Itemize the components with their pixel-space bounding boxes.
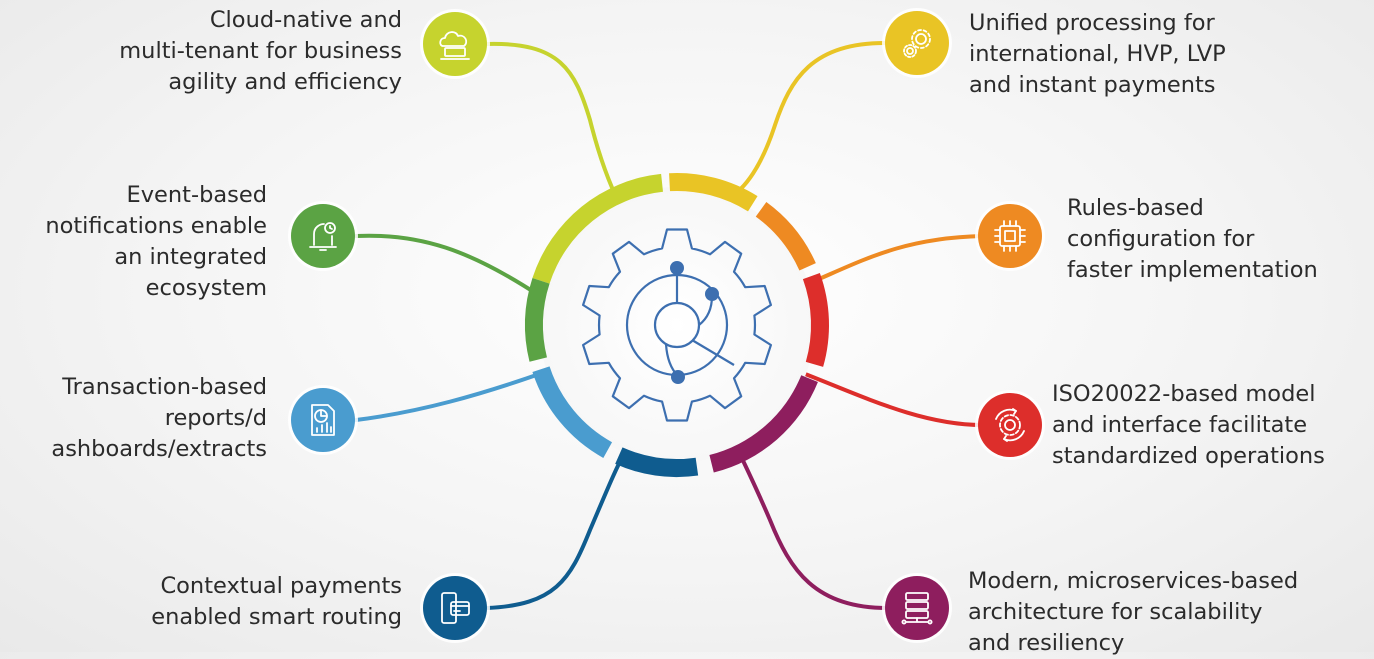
- feature-label-line: multi-tenant for business: [119, 38, 402, 64]
- feature-label-iso: ISO20022-based model and interface facili…: [1052, 379, 1325, 472]
- feature-label-line: Unified processing for: [969, 10, 1215, 36]
- gears-icon: [903, 29, 931, 58]
- ring-segment-rules: [755, 202, 816, 271]
- feature-label-rules: Rules-based configuration for faster imple…: [1067, 193, 1318, 286]
- feature-label-line: and instant payments: [969, 72, 1216, 98]
- connector-rules: [803, 234, 984, 287]
- report-chart-icon: [311, 404, 335, 436]
- feature-label-line: Event-based: [126, 182, 268, 208]
- feature-label-line: standardized operations: [1052, 443, 1325, 469]
- feature-label-line: reports/d: [164, 405, 267, 431]
- badge-reports: [288, 385, 358, 455]
- ring-segment-microservices: [709, 375, 818, 473]
- ring-segment-processing: [669, 173, 758, 212]
- feature-label-line: notifications enable: [45, 213, 267, 239]
- feature-label-line: Transaction-based: [62, 374, 267, 400]
- feature-label-line: agility and efficiency: [168, 69, 402, 95]
- feature-label-line: Contextual payments: [160, 573, 402, 599]
- connector-microservices: [736, 448, 889, 610]
- connector-reports: [354, 370, 547, 422]
- feature-label-line: Rules-based: [1067, 195, 1204, 221]
- ring-segment-notifications: [525, 278, 550, 362]
- feature-label-notifications: Event-based notifications enable an integr…: [45, 180, 267, 304]
- central-gear-circuit-icon: [582, 228, 772, 422]
- badge-notifications: [288, 201, 358, 271]
- segment-ring: [525, 173, 829, 477]
- feature-label-line: and interface facilitate: [1052, 412, 1308, 438]
- connector-notifications: [354, 233, 542, 298]
- connector-lines: [354, 40, 984, 610]
- chip-icon: [994, 220, 1026, 252]
- gear-outline: [582, 228, 772, 422]
- feature-label-line: enabled smart routing: [151, 604, 402, 630]
- feature-label-microservices: Modern, microservices-based architecture …: [968, 566, 1298, 659]
- feature-label-reports: Transaction-based reports/d ashboards/extr…: [51, 372, 267, 465]
- feature-label-line: Modern, microservices-based: [968, 568, 1299, 594]
- feature-label-routing: Contextual payments enabled smart routing: [151, 571, 402, 633]
- circuit-trace-diag: [691, 339, 735, 366]
- badge-routing: [420, 573, 490, 643]
- mobile-card-icon: [441, 592, 470, 624]
- feature-label-line: configuration for: [1067, 226, 1255, 252]
- gear-cycle-icon: [995, 408, 1025, 442]
- feature-label-line: architecture for scalability: [968, 599, 1263, 625]
- ring-segment-iso: [802, 273, 829, 367]
- badge-microservices: [882, 573, 952, 643]
- badge-processing: [882, 8, 952, 78]
- ring-segment-reports: [532, 366, 613, 458]
- badge-cloud: [420, 9, 490, 79]
- badge-iso: [975, 390, 1045, 460]
- connector-processing: [726, 40, 889, 200]
- feature-label-line: ashboards/extracts: [51, 436, 267, 462]
- circuit-node: [671, 370, 685, 384]
- ring-segment-routing: [615, 447, 699, 477]
- feature-label-processing: Unified processing for international, HVP…: [969, 8, 1226, 101]
- hub-background: [539, 187, 815, 463]
- ring-segment-cloud: [532, 173, 663, 284]
- circuit-node: [705, 287, 719, 301]
- connector-routing: [485, 450, 627, 610]
- circuit-node: [670, 261, 684, 275]
- feature-label-line: international, HVP, LVP: [969, 41, 1226, 67]
- bell-clock-icon: [309, 222, 337, 251]
- feature-label-line: faster implementation: [1067, 257, 1318, 283]
- server-network-icon: [901, 592, 933, 625]
- icon-badges: [288, 8, 1045, 643]
- feature-label-line: ISO20022-based model: [1052, 381, 1316, 407]
- cloud-laptop-icon: [439, 31, 470, 60]
- badge-rules: [975, 201, 1045, 271]
- feature-label-line: an integrated: [114, 244, 267, 270]
- feature-label-line: ecosystem: [145, 275, 267, 301]
- connector-iso: [798, 370, 984, 427]
- feature-label-line: and resiliency: [968, 630, 1125, 656]
- feature-label-line: Cloud-native and: [209, 7, 402, 33]
- feature-label-cloud: Cloud-native and multi-tenant for busines…: [119, 5, 402, 98]
- connector-cloud: [485, 41, 622, 207]
